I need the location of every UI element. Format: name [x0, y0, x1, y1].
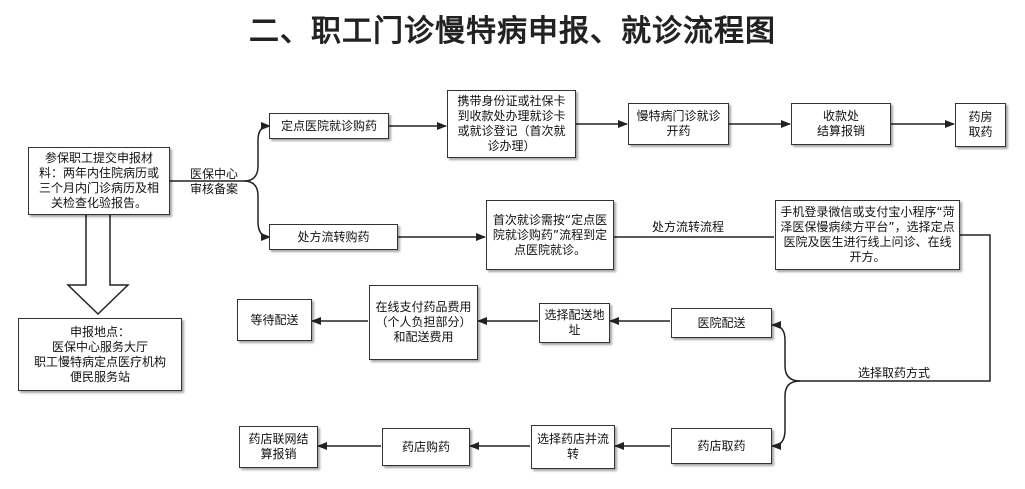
node-clinic-prescribe: 慢特病门诊就诊开药	[628, 103, 729, 145]
node-mobile-login: 手机登录微信或支付宝小程序“菏泽医保慢病续方平台”，选择定点医院及医生进行线上问…	[775, 200, 960, 270]
node-prescription-transfer: 处方流转购药	[269, 224, 398, 250]
node-cashier: 收款处 结算报销	[791, 103, 891, 145]
edge-mobile-down	[800, 234, 991, 382]
big-down-arrow	[66, 213, 130, 316]
node-pharmacy-settle: 药店联网结算报销	[239, 426, 318, 468]
node-pay-online: 在线支付药品费用（个人负担部分）和配送费用	[369, 285, 478, 360]
node-first-visit: 首次就诊需按“定点医院就诊购药”流程到定点医院就诊。	[486, 200, 614, 270]
node-pharmacy-pickup: 药房 取药	[955, 103, 1006, 147]
label-choose-method: 选择取药方式	[858, 366, 931, 380]
edge-branch-upper	[243, 122, 271, 182]
page-title: 二、职工门诊慢特病申报、就诊流程图	[249, 14, 776, 49]
node-apply: 参保职工提交申报材料：两年内住院病历或三个月内门诊病历及相关检查化验报告。	[28, 147, 170, 215]
node-select-address: 选择配送地址	[539, 303, 610, 343]
node-bring-id: 携带身份证或社保卡到收款处办理就诊卡或就诊登记（首次就诊办理）	[447, 90, 576, 158]
label-transfer-flow: 处方流转流程	[652, 220, 725, 234]
node-pharmacy-take: 药店取药	[671, 428, 772, 464]
node-location: 申报地点： 医保中心服务大厅 职工慢特病定点医疗机构 便民服务站	[18, 318, 182, 391]
node-hospital-delivery: 医院配送	[671, 308, 772, 338]
node-select-pharmacy: 选择药店并流转	[531, 425, 615, 469]
node-pharmacy-buy: 药店购药	[382, 428, 470, 466]
edge-choose-pickup	[771, 380, 801, 450]
edge-choose-delivery	[771, 321, 801, 382]
node-designated-hospital: 定点医院就诊购药	[269, 113, 389, 139]
node-wait-delivery: 等待配送	[237, 299, 312, 341]
edge-branch-lower	[243, 180, 271, 241]
label-review: 医保中心 审核备案	[190, 167, 239, 196]
